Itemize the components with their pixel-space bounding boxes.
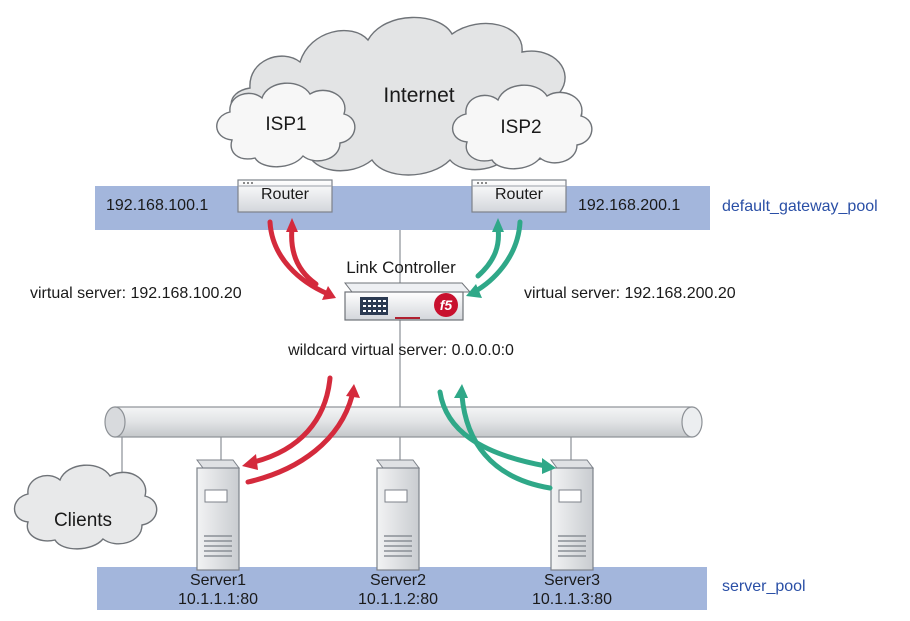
server1-address: 10.1.1.1:80: [177, 591, 259, 608]
router1-label: Router: [260, 186, 310, 203]
green-arrows-top: [466, 218, 523, 298]
server3-name: Server3: [543, 572, 601, 589]
server3-label: Server3 10.1.1.3:80: [532, 571, 612, 609]
router2-ip: 192.168.200.1: [578, 197, 681, 214]
virtual-server-left: virtual server: 192.168.100.20: [30, 285, 242, 302]
isp2-label: ISP2: [500, 117, 542, 138]
red-arrows-bottom: [242, 375, 360, 485]
wildcard-virtual-server: wildcard virtual server: 0.0.0.0:0: [288, 342, 514, 359]
red-arrows-top: [267, 218, 336, 300]
server-band: [97, 567, 707, 610]
green-arrows-bottom: [437, 384, 556, 491]
f5-logo-icon: [434, 293, 458, 317]
isp2-cloud: [451, 84, 593, 170]
router2-label: Router: [494, 186, 544, 203]
server1-name: Server1: [189, 572, 247, 589]
internet-label: Internet: [383, 84, 455, 107]
server-2-tower: [376, 459, 420, 571]
server2-label: Server2 10.1.1.2:80: [358, 571, 438, 609]
gateway-band: [95, 186, 710, 230]
link-controller-label: Link Controller: [346, 258, 456, 277]
link-controller-device: f5: [343, 282, 472, 321]
lan-pipe: [104, 406, 703, 438]
clients-cloud: [13, 464, 158, 550]
f5-logo-text: f5: [440, 297, 453, 313]
server-3-tower: [550, 459, 594, 571]
gateway-pool-label: default_gateway_pool: [722, 198, 878, 215]
isp1-cloud: [216, 82, 356, 168]
server3-address: 10.1.1.3:80: [531, 591, 613, 608]
router-2: [471, 179, 567, 213]
virtual-server-right: virtual server: 192.168.200.20: [524, 285, 736, 302]
isp1-label: ISP1: [265, 114, 307, 135]
server1-label: Server1 10.1.1.1:80: [178, 571, 258, 609]
server-pool-label: server_pool: [722, 578, 806, 595]
server2-name: Server2: [369, 572, 427, 589]
server-1-tower: [196, 459, 240, 571]
clients-label: Clients: [53, 510, 113, 531]
router-1: [237, 179, 333, 213]
server2-address: 10.1.1.2:80: [357, 591, 439, 608]
router1-ip: 192.168.100.1: [106, 197, 209, 214]
